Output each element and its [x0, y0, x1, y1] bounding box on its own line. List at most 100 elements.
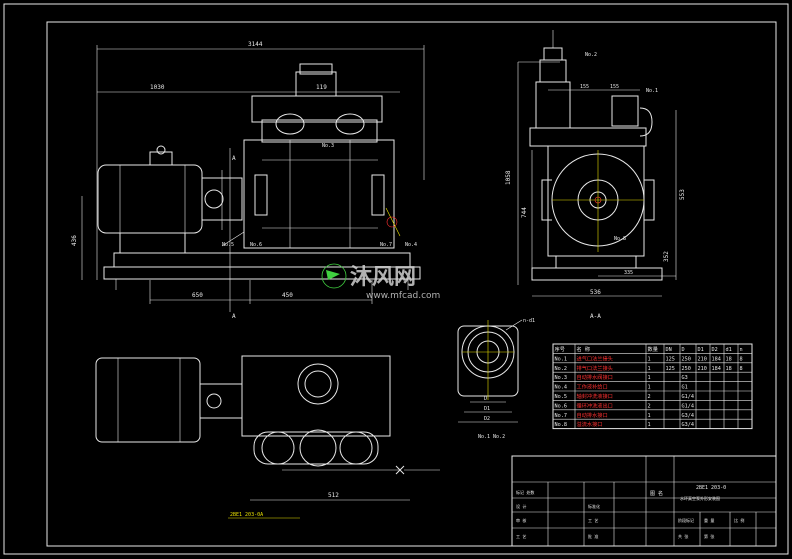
- table-header-cell: D1: [698, 347, 704, 353]
- tb-row2: 审 核: [516, 517, 526, 523]
- tb-cell3: 共 张: [678, 533, 688, 539]
- dim-right: 119: [316, 84, 327, 91]
- side-dim-base: 335: [624, 270, 633, 276]
- flange-dim-d2: D2: [484, 416, 490, 422]
- table-header-cell: D2: [712, 347, 718, 353]
- flange-label: No.1 No.2: [478, 434, 505, 440]
- inner-border: [46, 21, 777, 547]
- side-no8: No.8: [614, 236, 626, 242]
- table-cell: 工作液补给口: [577, 383, 608, 391]
- table-cell: No.6: [555, 403, 568, 409]
- table-cell: No.3: [555, 375, 568, 381]
- table-cell: 自动排水接口: [577, 411, 608, 419]
- table-cell: 18: [726, 366, 732, 372]
- plan-dim: 512: [328, 492, 339, 499]
- table-header-cell: D: [682, 347, 685, 353]
- tb-row2b: 工 艺: [588, 518, 598, 523]
- table-cell: 18: [726, 356, 732, 362]
- dim-bottom-a: 650: [192, 292, 203, 299]
- table-cell: 125: [666, 366, 675, 372]
- table-cell: 125: [666, 356, 675, 362]
- table-cell: 8: [740, 366, 743, 372]
- flange-dim-d1: D1: [484, 406, 490, 412]
- table-cell: 自动排水阀接口: [577, 373, 613, 381]
- table-cell: 排气口法兰接头: [577, 364, 613, 372]
- title-block: 图 名 2BE1 203-0 水环真空泵外形安装图 标记 处数 设 计 标准化 …: [511, 455, 777, 547]
- table-cell: 1: [648, 375, 651, 381]
- flange-dim-d: D: [484, 396, 487, 402]
- table-cell: 1: [648, 422, 651, 428]
- flange-detail: n-d1 D D1 D2 No.1 No.2: [457, 318, 535, 440]
- watermark-logo: 沐风网: [350, 265, 416, 290]
- table-cell: G3: [682, 375, 688, 381]
- callout-no5: No.5: [222, 242, 234, 248]
- section-mark-a: A: [232, 313, 236, 320]
- plan-view: 512 2BE1 203-0A: [95, 355, 440, 519]
- callout-no7: No.7: [380, 242, 392, 248]
- tb-row3b: 批 准: [588, 533, 598, 539]
- callout-no4: No.4: [405, 242, 417, 248]
- table-cell: 210: [698, 356, 707, 362]
- side-view: 1058 744 553 352 155 155 No.2 No.1 No.8 …: [505, 30, 686, 320]
- table-header-cell: 数量: [648, 345, 658, 353]
- table-cell: 250: [682, 356, 691, 362]
- table-header-cell: 名 称: [577, 345, 591, 353]
- table-cell: G1: [682, 385, 688, 391]
- table-cell: No.7: [555, 413, 568, 419]
- side-dim-b: 155: [610, 84, 619, 90]
- callout-no3: No.3: [322, 143, 334, 149]
- tb-label-name: 图 名: [650, 490, 663, 497]
- tb-drawing-no: 2BE1 203-0: [696, 485, 726, 491]
- table-cell: 1: [648, 366, 651, 372]
- tb-cell1: 重 量: [704, 517, 714, 523]
- table-cell: G3/4: [682, 422, 695, 428]
- table-cell: No.8: [555, 422, 568, 428]
- side-label: A-A: [590, 313, 601, 320]
- side-dim-mid: 744: [521, 207, 528, 218]
- table-header-cell: DN: [666, 347, 672, 353]
- table-cell: No.2: [555, 366, 568, 372]
- watermark-url: www.mfcad.com: [366, 291, 440, 301]
- table-cell: G1/4: [682, 403, 695, 409]
- table-cell: 1: [648, 356, 651, 362]
- side-top-no2: No.2: [585, 52, 597, 58]
- front-view: 3144 1030 119 A: [71, 41, 425, 320]
- side-dim-a: 155: [580, 84, 589, 90]
- tb-row3: 工 艺: [516, 534, 526, 539]
- side-dim-low: 352: [663, 251, 670, 262]
- side-dim-right: 553: [679, 189, 686, 200]
- table-header-cell: d1: [726, 347, 732, 353]
- table-cell: 进气口法兰接头: [577, 354, 613, 362]
- side-dim-height: 1058: [505, 170, 512, 185]
- side-dim-width: 536: [590, 289, 601, 296]
- tb-row1b: 标准化: [588, 503, 600, 509]
- table-cell: 184: [712, 356, 721, 362]
- dim-overall: 3144: [248, 41, 263, 48]
- side-no1: No.1: [646, 88, 658, 94]
- table-cell: 2: [648, 403, 651, 409]
- tb-cell0: 阶段标记: [678, 517, 694, 523]
- dim-bottom-b: 450: [282, 292, 293, 299]
- table-cell: No.1: [555, 356, 568, 362]
- table-header-cell: 序号: [555, 345, 565, 353]
- table-cell: 184: [712, 366, 721, 372]
- plan-note: 2BE1 203-0A: [230, 512, 263, 518]
- tb-cell2: 比 例: [734, 517, 744, 523]
- outer-border: [3, 3, 789, 555]
- tb-drawing-name: 水环真空泵外形安装图: [680, 495, 720, 501]
- table-cell: No.5: [555, 394, 568, 400]
- table-cell: 250: [682, 366, 691, 372]
- table-cell: 8: [740, 356, 743, 362]
- table-cell: 210: [698, 366, 707, 372]
- table-cell: 循环冲洗液出口: [577, 401, 613, 409]
- tb-row0: 标记 处数: [516, 489, 534, 495]
- table-cell: No.4: [555, 385, 568, 391]
- table-cell: 2: [648, 394, 651, 400]
- tb-cell4: 第 张: [704, 533, 714, 539]
- svg-text:A: A: [232, 155, 236, 162]
- dim-height: 436: [71, 235, 78, 246]
- table-cell: 溢流水接口: [577, 420, 603, 428]
